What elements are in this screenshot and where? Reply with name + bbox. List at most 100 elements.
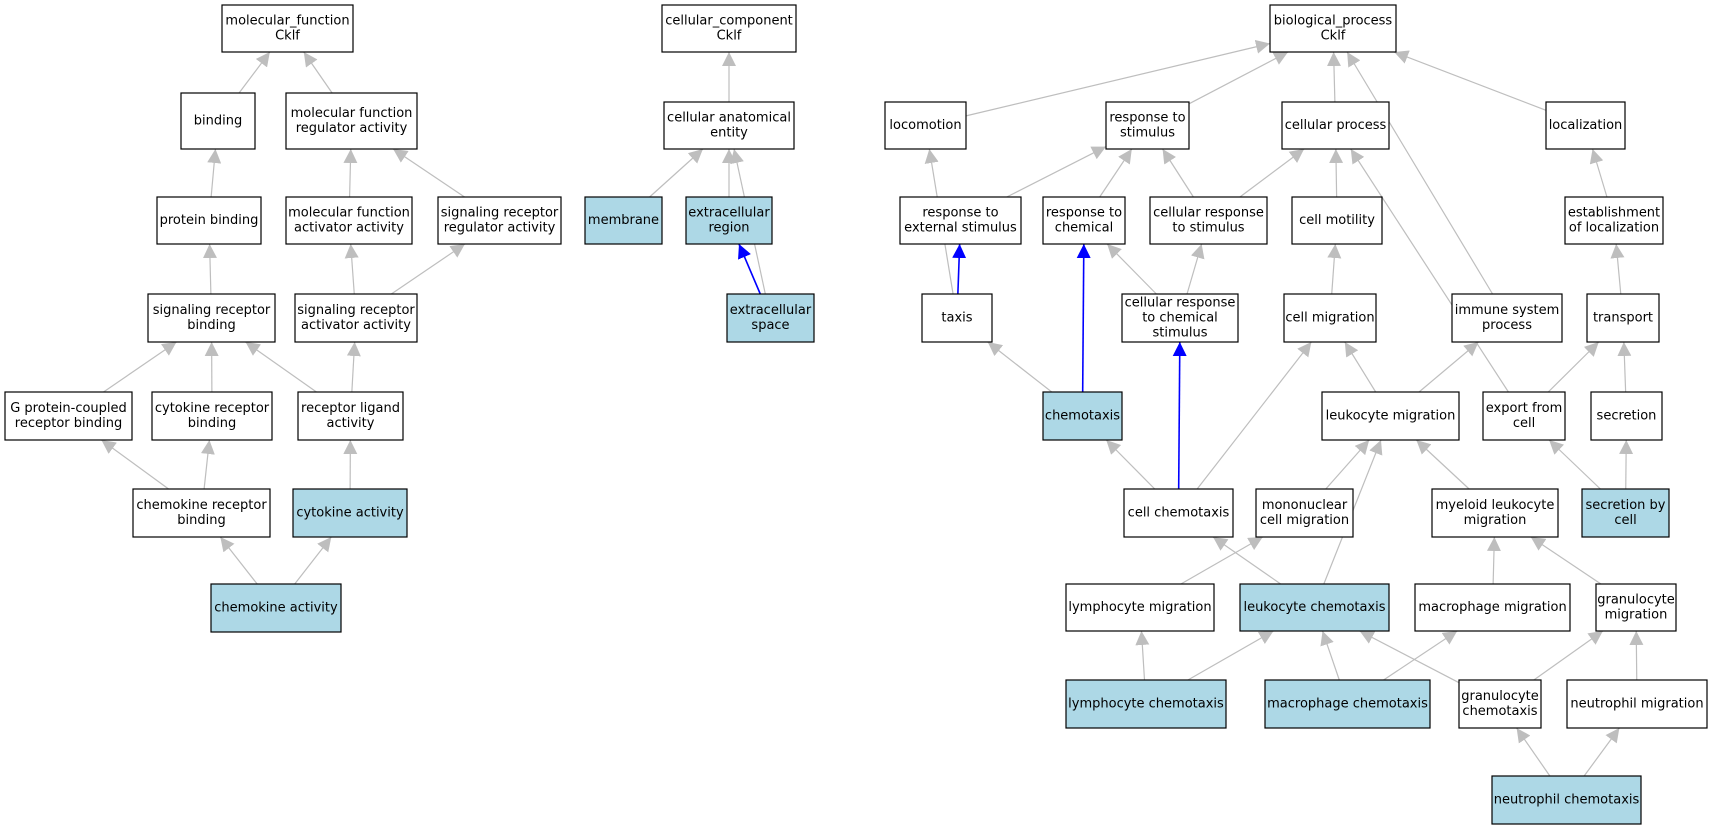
edge-lymph_chemo-to-lymph_mig <box>1135 630 1150 681</box>
edge-lymph_mig-to-mono_mig <box>1180 536 1264 585</box>
edge-chemokine_activity-to-chemokine_rec_binding <box>219 536 258 585</box>
node-locomotion[interactable]: locomotion <box>884 101 967 150</box>
node-box <box>899 196 1022 245</box>
node-box <box>1595 583 1677 632</box>
node-cytokine-activity[interactable]: cytokine activity <box>292 488 408 538</box>
node-lymph-mig[interactable]: lymphocyte migration <box>1065 583 1215 632</box>
node-label-line: cellular process <box>1285 118 1387 133</box>
node-cell-migration[interactable]: cell migration <box>1283 293 1377 343</box>
node-label-line: to stimulus <box>1172 221 1244 236</box>
node-box <box>285 92 418 150</box>
edge-sec_by_cell-to-secretion <box>1619 439 1634 490</box>
node-box <box>1121 293 1239 343</box>
node-leuk-chemo[interactable]: leukocyte chemotaxis <box>1239 583 1390 632</box>
edge-gpcr_binding-to-sig_rec_binding <box>103 341 177 393</box>
edge-resp_stim-to-bp_root <box>1188 51 1289 105</box>
node-label-line: activity <box>327 416 375 431</box>
node-box <box>437 196 562 245</box>
node-box <box>685 196 773 245</box>
node-label-line: cell <box>1513 416 1535 431</box>
node-label-line: activator activity <box>294 221 404 236</box>
edge-transport-to-est_loc <box>1610 243 1625 295</box>
node-label-line: process <box>1482 318 1532 333</box>
edge-membrane-to-cae <box>649 148 704 198</box>
edge-macro_chemo-to-macro_mig <box>1383 630 1458 681</box>
node-label-line: cytokine receptor <box>155 401 270 416</box>
node-chemokine-activity[interactable]: chemokine activity <box>210 583 342 633</box>
node-protein-binding[interactable]: protein binding <box>156 196 262 245</box>
edge-rec_ligand-to-sig_rec_act <box>346 341 361 393</box>
node-box <box>661 4 797 53</box>
node-box <box>1255 488 1354 538</box>
node-label-line: stimulus <box>1120 126 1175 141</box>
node-secretion[interactable]: secretion <box>1590 391 1663 441</box>
edge-chemokine_activity-to-cytokine_activity <box>294 536 332 585</box>
edge-protein_binding-to-binding <box>207 148 222 198</box>
edges-layer <box>101 39 1644 777</box>
node-neut-chemo[interactable]: neutrophil chemotaxis <box>1491 775 1642 825</box>
node-cell-motility[interactable]: cell motility <box>1291 196 1383 245</box>
edge-cell_migration-to-cell_motility <box>1327 243 1342 295</box>
node-label-line: receptor ligand <box>301 401 400 416</box>
edge-lymph_chemo-to-leuk_chemo <box>1187 630 1274 681</box>
node-lymph-chemo[interactable]: lymphocyte chemotaxis <box>1065 679 1227 729</box>
node-box <box>1065 679 1227 729</box>
node-macro-chemo[interactable]: macrophage chemotaxis <box>1264 679 1431 729</box>
node-box <box>1065 583 1215 632</box>
edge-cell_resp_chem-to-resp_chem <box>1106 243 1157 295</box>
node-binding[interactable]: binding <box>180 92 256 150</box>
node-cell-chemotaxis[interactable]: cell chemotaxis <box>1123 488 1234 538</box>
node-box <box>921 293 993 343</box>
node-transport[interactable]: transport <box>1586 293 1660 343</box>
edge-cell_chemotaxis-to-chemotaxis <box>1105 439 1156 490</box>
node-label-line: cell chemotaxis <box>1128 506 1230 521</box>
node-box <box>156 196 262 245</box>
node-cell-proc[interactable]: cellular process <box>1281 101 1390 150</box>
node-box <box>726 293 815 343</box>
edge-sec_by_cell-to-export <box>1548 439 1601 490</box>
node-localization[interactable]: localization <box>1545 101 1626 150</box>
node-taxis[interactable]: taxis <box>921 293 993 343</box>
node-label-line: biological_process <box>1274 14 1393 29</box>
node-box <box>884 101 967 150</box>
node-box <box>1451 293 1563 343</box>
node-box <box>1042 391 1123 441</box>
node-membrane[interactable]: membrane <box>584 196 663 245</box>
node-neut-mig[interactable]: neutrophil migration <box>1566 679 1708 729</box>
node-chemotaxis[interactable]: chemotaxis <box>1042 391 1123 441</box>
node-macro-mig[interactable]: macrophage migration <box>1414 583 1571 632</box>
node-box <box>285 196 413 245</box>
edge-export-to-transport <box>1547 341 1600 393</box>
node-leuk-mig[interactable]: leukocyte migration <box>1321 391 1460 441</box>
node-label-line: molecular function <box>288 206 410 221</box>
